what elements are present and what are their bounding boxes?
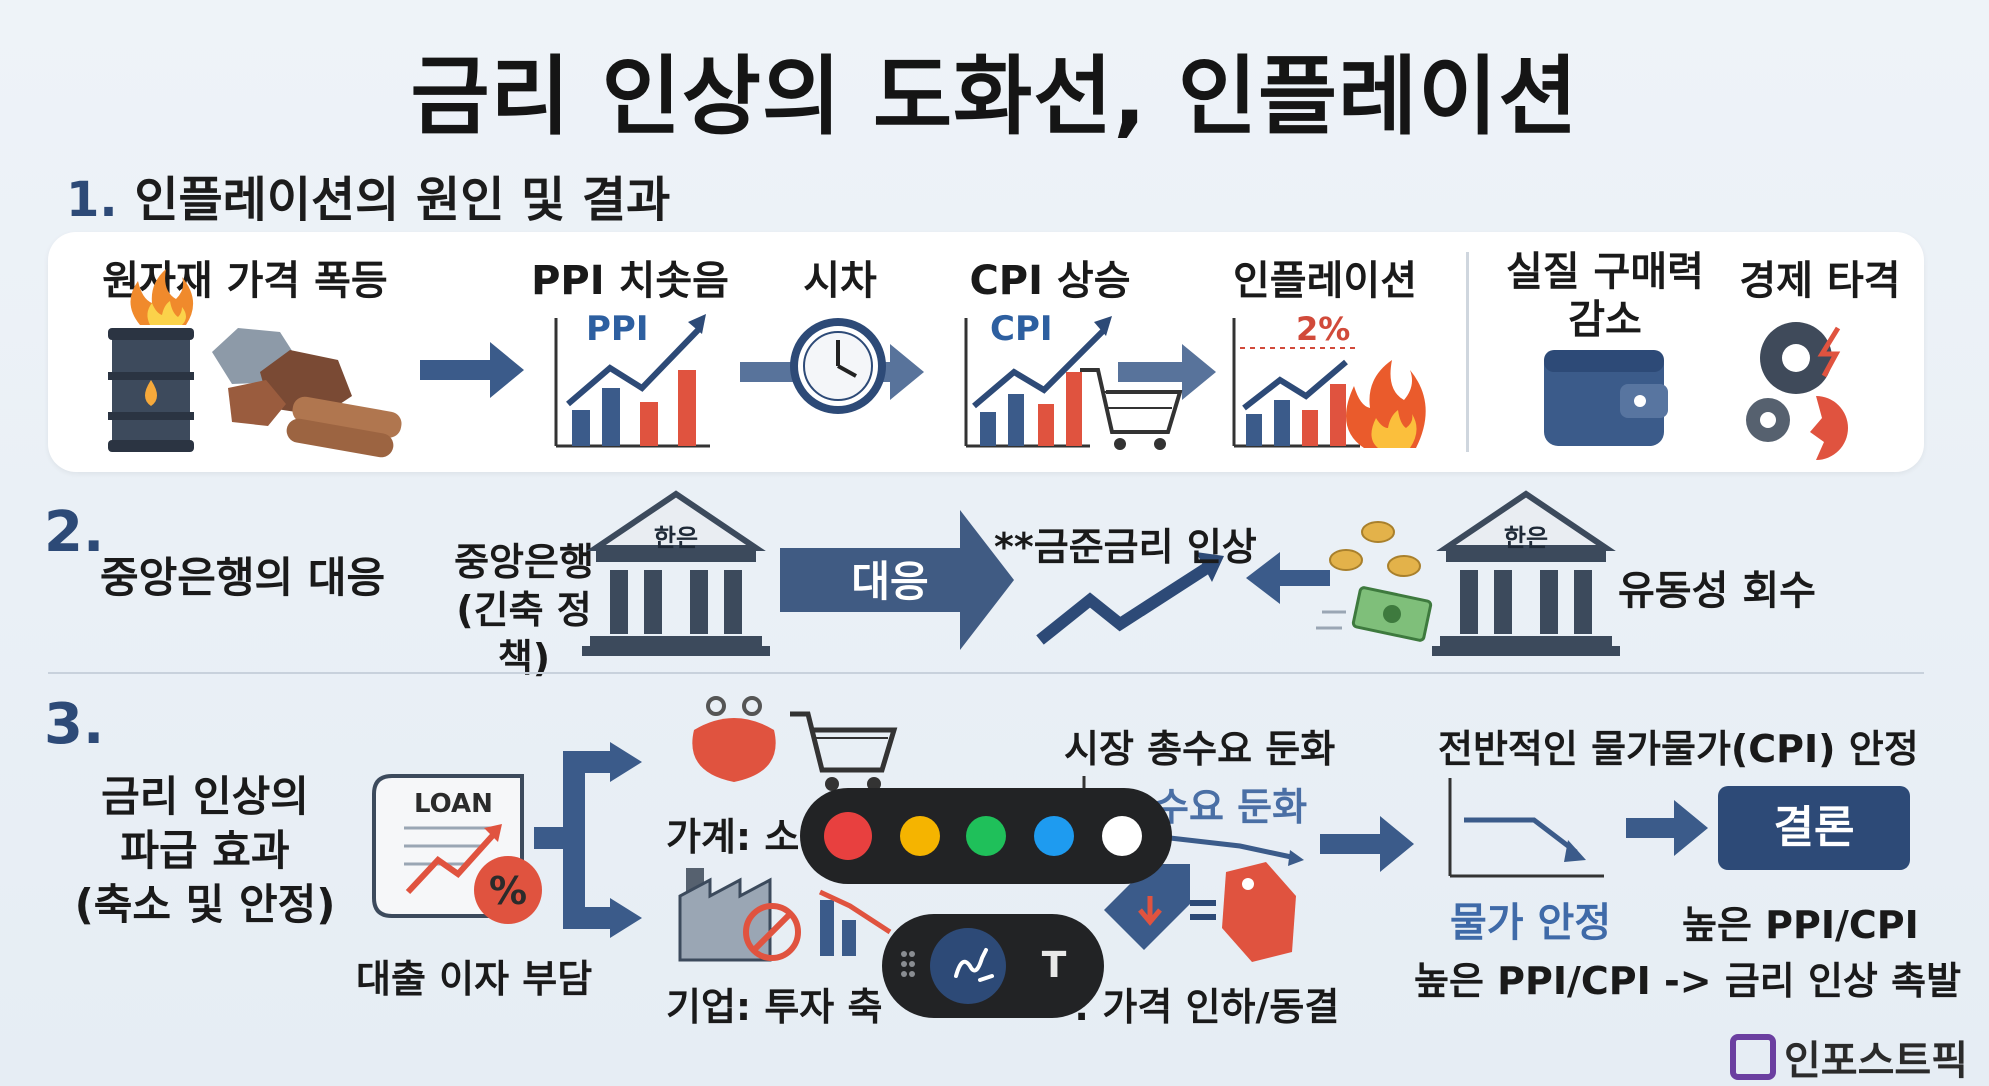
- price-cut-label: : 가격 인하/동결: [1074, 985, 1340, 1029]
- section3-title: 금리 인상의 파급 효과 (축소 및 안정): [60, 770, 350, 932]
- bank-sign-right: 한은: [1504, 524, 1548, 552]
- branch-arrows-icon: [534, 742, 642, 938]
- step-lag-label: 시차: [803, 258, 877, 304]
- color-swatch-yellow[interactable]: [900, 816, 940, 856]
- conclusion-text: 높은 PPI/CPI: [1682, 903, 1919, 947]
- drawing-tools-toolbar: T: [882, 914, 1104, 1018]
- liquidity-label: 유동성 회수: [1618, 568, 1816, 614]
- step-inflation-label: 인플레이션: [1233, 258, 1417, 304]
- pen-tool-button[interactable]: [930, 928, 1006, 1004]
- section3-title-line2: 파급 효과: [120, 826, 290, 875]
- loan-document-label: LOAN: [414, 789, 493, 819]
- section-divider: [48, 672, 1924, 674]
- ppi-chart-icon: [554, 314, 710, 448]
- clock-icon: [790, 318, 886, 414]
- step-purchasing-power-line1: 실질 구매력: [1506, 249, 1704, 295]
- loan-document-icon: %: [372, 774, 542, 924]
- step-raw-material-label: 원자재 가격 폭등: [102, 258, 388, 304]
- color-swatch-green[interactable]: [966, 816, 1006, 856]
- household-cart-icon: [790, 711, 898, 791]
- loan-caption: 대출 이자 부담: [356, 957, 593, 1001]
- arrow-to-conclusion-icon: [1626, 800, 1708, 856]
- svg-text:%: %: [489, 869, 527, 913]
- central-bank-label-line1: 중앙은행: [454, 540, 594, 584]
- shopping-cart-icon: [1080, 368, 1183, 450]
- demand-slowdown-label: 수요 둔화: [1154, 785, 1308, 829]
- purse-icon: [692, 696, 776, 782]
- brand-icon: [1730, 1034, 1776, 1080]
- fire-icon: [1346, 360, 1426, 448]
- cpi-chart-icon: [964, 316, 1112, 448]
- page-title: 금리 인상의 도화선, 인플레이션: [410, 47, 1579, 147]
- wallet-icon: [1544, 350, 1668, 446]
- text-tool-button[interactable]: T: [1041, 945, 1067, 986]
- section1-title: 인플레이션의 원인 및 결과: [134, 172, 671, 228]
- price-stable-chart-icon: [1448, 778, 1604, 878]
- brand-name: 인포스트픽: [1784, 1038, 1968, 1084]
- ppi-chart-label: PPI: [586, 309, 649, 349]
- color-swatch-white[interactable]: [1102, 816, 1142, 856]
- rate-hike-arrow-icon: [1036, 552, 1224, 645]
- central-bank-building-right-icon: [1432, 490, 1620, 656]
- overall-stability-title: 전반적인 물가물가(CPI) 안정: [1438, 727, 1919, 771]
- inflation-chart-icon: [1232, 318, 1360, 448]
- inflation-target-label: 2%: [1296, 310, 1350, 348]
- broken-gears-icon: [1746, 322, 1848, 460]
- section2-number: 2.: [44, 500, 105, 565]
- price-tags-icon: [1104, 862, 1296, 962]
- rate-trigger-label: 높은 PPI/CPI -> 금리 인상 촉발: [1414, 959, 1962, 1003]
- money-coins-icon: [1316, 521, 1433, 642]
- response-arrow-icon: [780, 510, 1014, 650]
- cpi-chart-label: CPI: [990, 309, 1053, 349]
- color-swatch-blue[interactable]: [1034, 816, 1074, 856]
- arrow-3-icon: [1118, 344, 1216, 400]
- aggregate-demand-title: 시장 총수요 둔화: [1064, 727, 1336, 771]
- arrow-1-icon: [420, 342, 524, 398]
- step-purchasing-power-line2: 감소: [1568, 297, 1642, 343]
- section1-divider: [1466, 252, 1469, 452]
- color-picker-toolbar: [800, 788, 1172, 884]
- step-economy-label: 경제 타격: [1739, 258, 1901, 304]
- pen-squiggle-icon: [954, 948, 994, 982]
- household-label: 가계: 소: [666, 815, 800, 859]
- liquidity-arrow-icon: [1246, 552, 1330, 604]
- company-label: 기업: 투자 축: [666, 985, 883, 1029]
- response-arrow-label: 대응: [851, 557, 928, 606]
- conclusion-box: 결론: [1718, 786, 1910, 870]
- price-stable-label: 물가 안정: [1450, 900, 1612, 946]
- section3-title-line1: 금리 인상의: [101, 772, 309, 821]
- central-bank-building-icon: [582, 490, 770, 656]
- section1-number: 1.: [66, 172, 118, 228]
- section3-title-line3: (축소 및 안정): [74, 880, 336, 929]
- step-cpi-label: CPI 상승: [969, 258, 1131, 304]
- rate-hike-label: **금준금리 인상: [994, 525, 1257, 569]
- drag-handle-icon[interactable]: [900, 950, 916, 982]
- brand-logo: 인포스트픽: [1730, 1028, 1968, 1086]
- color-swatch-red[interactable]: [824, 812, 872, 860]
- section2-title: 중앙은행의 대응: [100, 553, 386, 602]
- oil-barrel-icon: [108, 269, 194, 452]
- section1-heading: 1. 인플레이션의 원인 및 결과: [66, 160, 670, 230]
- factory-icon: [678, 868, 892, 962]
- step-purchasing-power-label: 실질 구매력 감소: [1490, 248, 1720, 344]
- section3-number: 3.: [44, 692, 105, 757]
- arrow-to-stable-icon: [1320, 816, 1414, 872]
- raw-materials-icon: [212, 328, 402, 458]
- step-ppi-label: PPI 치솟음: [531, 258, 729, 304]
- bank-sign-left: 한은: [654, 524, 698, 552]
